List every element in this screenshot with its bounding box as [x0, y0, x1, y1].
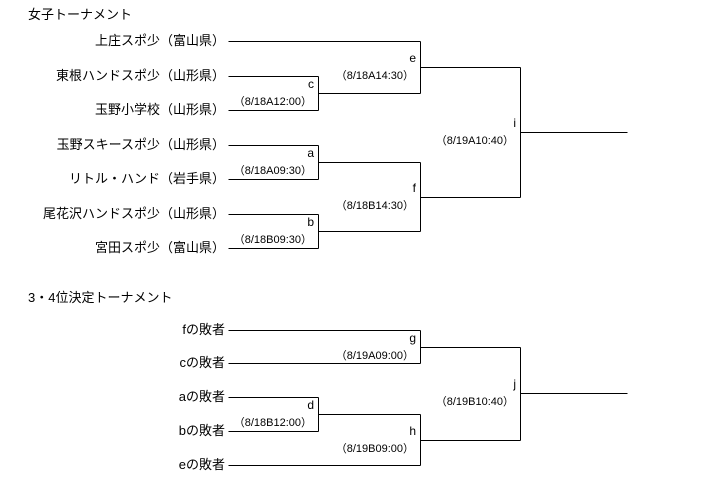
team-name: fの敗者	[182, 322, 225, 337]
match-label: b	[307, 215, 314, 229]
team-name: 上庄スポ少（富山県）	[94, 33, 225, 48]
match-label: e	[409, 51, 416, 65]
third-place-tournament-title: 3・4位決定トーナメント	[28, 290, 173, 305]
match-time: （8/18B09:30）	[233, 234, 312, 246]
match-label: h	[409, 424, 416, 438]
match-time: （8/19A10:40）	[435, 135, 514, 147]
match-time: （8/19B10:40）	[435, 396, 514, 408]
team-name: 宮田スポ少（富山県）	[94, 240, 225, 255]
match-time: （8/18B14:30）	[335, 200, 414, 212]
team-name: リトル・ハンド（岩手県）	[68, 171, 225, 186]
match-time: （8/18A12:00）	[233, 96, 312, 108]
match-time: （8/18B12:00）	[233, 417, 312, 429]
bracket-lines-group	[228, 41, 628, 466]
team-name: 東根ハンドスポ少（山形県）	[55, 68, 225, 83]
women-tournament-title: 女子トーナメント	[28, 7, 133, 22]
team-name: bの敗者	[178, 423, 225, 438]
team-name: eの敗者	[178, 457, 225, 472]
match-time: （8/18A09:30）	[233, 165, 312, 177]
match-time: （8/18A14:30）	[335, 70, 414, 82]
team-name: aの敗者	[178, 389, 225, 404]
team-name: 玉野小学校（山形県）	[94, 102, 225, 117]
match-label: i	[513, 116, 516, 130]
match-time: （8/19B09:00）	[335, 443, 414, 455]
match-label: c	[308, 77, 314, 91]
bracket-lines-women	[228, 41, 628, 249]
match-label: j	[513, 377, 516, 391]
team-name: 玉野スキースポ少（山形県）	[56, 137, 225, 152]
match-time: （8/19A09:00）	[335, 350, 414, 362]
team-name: 尾花沢ハンドスポ少（山形県）	[42, 206, 225, 221]
bracket-lines-placement	[228, 330, 628, 466]
team-name: cの敗者	[179, 355, 225, 370]
match-label: f	[412, 181, 416, 195]
match-label: a	[307, 146, 314, 160]
match-label: d	[307, 398, 314, 412]
match-label: g	[409, 331, 416, 345]
